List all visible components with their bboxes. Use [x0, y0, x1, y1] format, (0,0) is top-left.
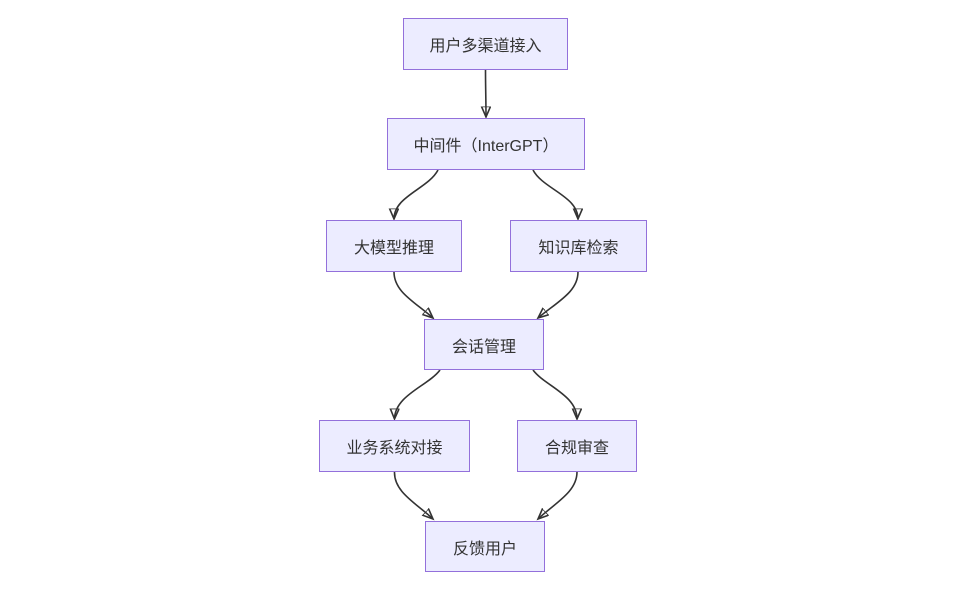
- node-compliance-review: 合规审查: [517, 420, 637, 472]
- edge-llm-inference-to-session-mgmt: [393, 271, 433, 318]
- edge-session-mgmt-to-compliance-review: [532, 369, 577, 419]
- edge-business-integration-to-feedback: [393, 471, 433, 519]
- edge-compliance-review-to-feedback: [538, 471, 578, 519]
- node-feedback-user: 反馈用户: [425, 521, 545, 572]
- node-business-system-integration: 业务系统对接: [319, 420, 470, 472]
- edge-middleware-to-llm-inference: [394, 169, 439, 219]
- edge-kb-retrieval-to-session-mgmt: [538, 271, 579, 318]
- edge-middleware-to-kb-retrieval: [532, 169, 578, 219]
- edge-session-mgmt-to-business-integration: [395, 369, 441, 419]
- node-middleware-intergpt: 中间件（InterGPT）: [387, 118, 585, 170]
- node-knowledge-base-retrieval: 知识库检索: [510, 220, 647, 272]
- edge-user-access-to-middleware: [486, 69, 487, 117]
- node-user-multichannel-access: 用户多渠道接入: [403, 18, 568, 70]
- node-llm-inference: 大模型推理: [326, 220, 462, 272]
- node-session-management: 会话管理: [424, 319, 544, 370]
